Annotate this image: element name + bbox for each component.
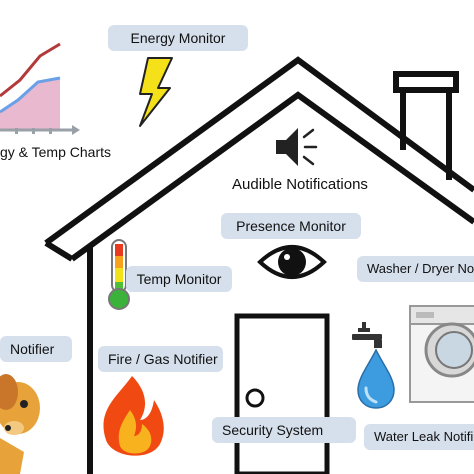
- faucet-icon: [352, 322, 382, 348]
- notifier-label: Notifier: [0, 336, 72, 362]
- chimney: [393, 71, 459, 180]
- water-leak-notifier-label: Water Leak Notifi: [364, 424, 474, 450]
- temp-monitor-label: Temp Monitor: [126, 266, 232, 292]
- energy-monitor-label: Energy Monitor: [108, 25, 248, 51]
- security-system-label: Security System: [212, 417, 356, 443]
- lightning-bolt-icon: [139, 57, 173, 127]
- flame-icon: [103, 376, 164, 456]
- house-outline: [44, 56, 474, 474]
- energy-temp-charts-label: gy & Temp Charts: [0, 144, 112, 160]
- presence-monitor-label: Presence Monitor: [221, 213, 361, 239]
- thermometer-icon: [108, 239, 130, 310]
- dog-icon: [0, 374, 40, 474]
- speaker-icon: [276, 128, 318, 166]
- door-icon: [234, 313, 330, 474]
- washer-dryer-notifier-label: Washer / Dryer Notif: [357, 256, 474, 282]
- washing-machine-icon: [409, 305, 474, 403]
- audible-notifications-label: Audible Notifications: [232, 176, 368, 193]
- eye-icon: [257, 245, 327, 279]
- chart-icon: [0, 42, 80, 135]
- water-drop-icon: [357, 348, 395, 409]
- fire-gas-notifier-label: Fire / Gas Notifier: [98, 346, 223, 372]
